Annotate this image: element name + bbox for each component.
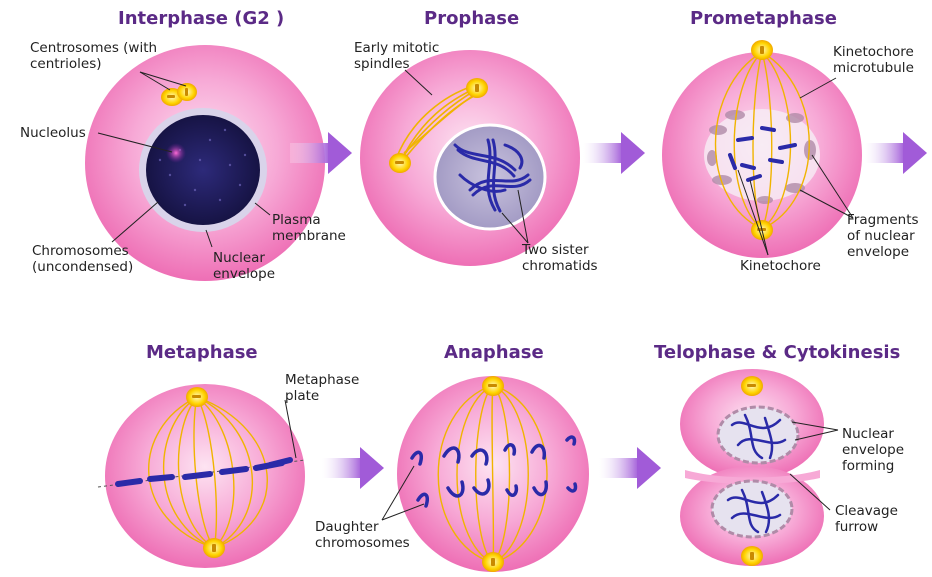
prophase-title: Prophase: [424, 8, 519, 29]
kinetochore-microtubule-label-line-1: Kinetochore: [833, 44, 914, 60]
forming-label-line-2: envelope: [842, 442, 904, 458]
centrosome-icon: [177, 83, 197, 101]
plasma-membrane-label-line-2: membrane: [272, 228, 346, 244]
interphase-title: Interphase (G2 ): [118, 8, 284, 29]
centrosomes-label-line-2: centrioles): [30, 56, 157, 72]
daughter-chromosomes-label-line-1: Daughter: [315, 519, 410, 535]
centrosome-icon: [466, 78, 488, 98]
nucleolus: [166, 143, 186, 163]
interphase-nucleus: [146, 115, 260, 225]
prophase-nucleus: [435, 125, 545, 229]
anaphase-title: Anaphase: [444, 342, 544, 363]
nuclear-envelope-forming-label: Nuclear envelope forming: [842, 426, 904, 474]
fragments-label-line-2: of nuclear: [847, 228, 919, 244]
metaphase-plate-label-line-1: Metaphase: [285, 372, 359, 388]
sister-chromatids-label-line-2: chromatids: [522, 258, 598, 274]
cleavage-furrow-label-line-1: Cleavage: [835, 503, 898, 519]
centrosome-icon: [751, 40, 773, 60]
sister-chromatids-label-line-1: Two sister: [522, 242, 598, 258]
cleavage-furrow-label-line-2: furrow: [835, 519, 898, 535]
centrosome-icon: [482, 376, 504, 396]
centrosome-icon: [186, 387, 208, 407]
anaphase-cell: [382, 376, 589, 572]
chromosomes-label-line-1: Chromosomes: [32, 243, 133, 259]
centrosome-icon: [482, 552, 504, 572]
forming-label-line-3: forming: [842, 458, 904, 474]
fragments-label-line-1: Fragments: [847, 212, 919, 228]
fragments-label: Fragments of nuclear envelope: [847, 212, 919, 260]
plasma-membrane-label: Plasma membrane: [272, 212, 346, 244]
plasma-membrane-label-line-1: Plasma: [272, 212, 346, 228]
arrow-right-icon: [583, 132, 645, 174]
nuclear-envelope-label-line-2: envelope: [213, 266, 275, 282]
metaphase-title: Metaphase: [146, 342, 258, 363]
telophase-title: Telophase & Cytokinesis: [654, 342, 900, 363]
metaphase-plate-label-line-2: plate: [285, 388, 359, 404]
nucleolus-label: Nucleolus: [20, 125, 86, 141]
early-spindles-label-line-1: Early mitotic: [354, 40, 439, 56]
arrow-right-icon: [865, 132, 927, 174]
centrosome-icon: [741, 546, 763, 566]
metaphase-cell: [98, 384, 305, 568]
cleavage-furrow-label: Cleavage furrow: [835, 503, 898, 535]
kinetochore-label: Kinetochore: [740, 258, 821, 274]
early-spindles-label: Early mitotic spindles: [354, 40, 439, 72]
centrosomes-label-line-1: Centrosomes (with: [30, 40, 157, 56]
arrow-right-icon: [322, 447, 384, 489]
sister-chromatids-label: Two sister chromatids: [522, 242, 598, 274]
centrosome-icon: [389, 153, 411, 173]
prometaphase-title: Prometaphase: [690, 8, 837, 29]
centrosome-icon: [741, 376, 763, 396]
fragments-label-line-3: envelope: [847, 244, 919, 260]
nuclear-envelope-label-line-1: Nuclear: [213, 250, 275, 266]
early-spindles-label-line-2: spindles: [354, 56, 439, 72]
prometaphase-cell: [662, 40, 862, 258]
telophase-cells: [680, 369, 838, 566]
centrosome-icon: [203, 538, 225, 558]
kinetochore-microtubule-label: Kinetochore microtubule: [833, 44, 914, 76]
chromosomes-label-line-2: (uncondensed): [32, 259, 133, 275]
daughter-chromosomes-label: Daughter chromosomes: [315, 519, 410, 551]
prophase-cell: [360, 50, 580, 266]
centrosomes-label: Centrosomes (with centrioles): [30, 40, 157, 72]
chromosomes-label: Chromosomes (uncondensed): [32, 243, 133, 275]
metaphase-plate-label: Metaphase plate: [285, 372, 359, 404]
arrow-right-icon: [599, 447, 661, 489]
kinetochore-microtubule-label-line-2: microtubule: [833, 60, 914, 76]
nuclear-envelope-label: Nuclear envelope: [213, 250, 275, 282]
forming-label-line-1: Nuclear: [842, 426, 904, 442]
daughter-chromosomes-label-line-2: chromosomes: [315, 535, 410, 551]
